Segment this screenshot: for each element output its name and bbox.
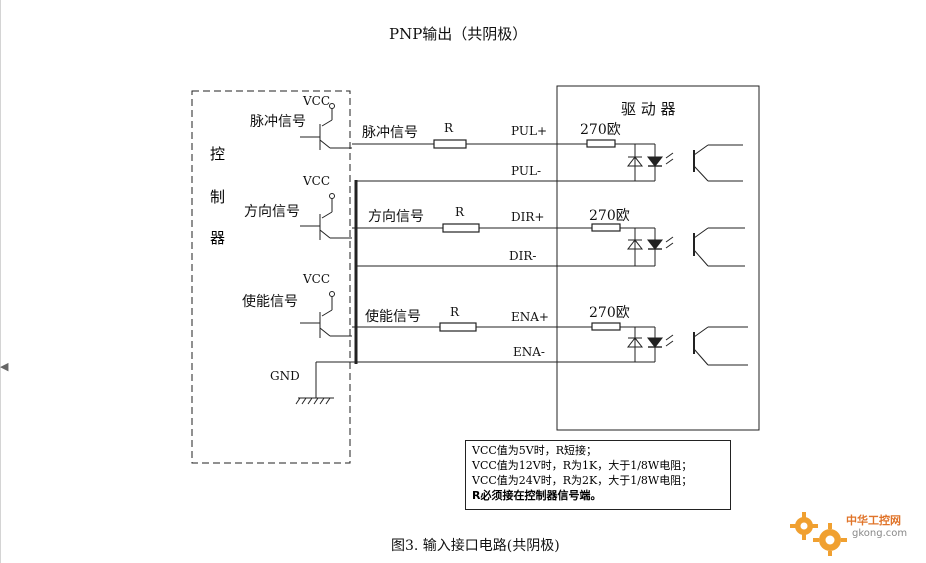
vcc-label-pul: VCC	[303, 94, 331, 108]
pin-label-pul-minus: PUL-	[511, 164, 541, 178]
controller-label-char-2: 制	[210, 188, 226, 206]
wire-signal-dir: 方向信号	[368, 209, 424, 225]
controller-label-char-3: 器	[210, 229, 226, 247]
driver-label: 驱 动 器	[621, 100, 676, 118]
optocoupler-dir	[626, 227, 745, 267]
note-line: VCC值为24V时，R为2K，大于1/8W电阻；	[472, 474, 693, 487]
channel-pul-wiring	[300, 103, 655, 182]
optocoupler-ena	[626, 326, 748, 366]
wire-signal-ena: 使能信号	[365, 309, 421, 325]
diagram-title: PNP输出（共阴极）	[389, 25, 528, 43]
resistor-value-pul: 270欧	[580, 122, 621, 138]
pin-label-ena-minus: ENA-	[513, 345, 545, 359]
controller-signal-dir: 方向信号	[244, 204, 300, 220]
wire-signal-pul: 脉冲信号	[362, 125, 418, 141]
ground-symbol	[295, 361, 356, 405]
driver-box	[556, 85, 760, 431]
pin-label-dir-minus: DIR-	[509, 249, 537, 263]
scroll-left-arrow-icon[interactable]: ◀	[0, 360, 9, 373]
controller-signal-ena: 使能信号	[242, 294, 298, 310]
resistor-value-ena: 270欧	[589, 305, 630, 321]
watermark-site: gkong.com	[852, 528, 908, 539]
pin-label-pul-plus: PUL+	[511, 124, 547, 138]
gnd-label: GND	[270, 369, 300, 383]
vcc-label-ena: VCC	[303, 272, 331, 286]
resistor-value-dir: 270欧	[589, 208, 630, 224]
optocoupler-pul	[626, 144, 743, 182]
notes-box: VCC值为5V时，R短接； VCC值为12V时，R为1K，大于1/8W电阻； V…	[465, 440, 731, 510]
note-line-emphasis: R必须接在控制器信号端。	[472, 489, 602, 502]
watermark-name: 中华工控网	[846, 514, 901, 527]
controller-label-char-1: 控	[210, 145, 226, 163]
gear-logo-icon	[790, 512, 847, 556]
controller-signal-pul: 脉冲信号	[250, 114, 306, 130]
note-line: VCC值为12V时，R为1K，大于1/8W电阻；	[472, 459, 693, 472]
window-edge	[0, 0, 1, 563]
figure-caption: 图3. 输入接口电路(共阴极)	[391, 538, 560, 554]
resistor-label-ena: R	[450, 305, 460, 319]
note-line: VCC值为5V时，R短接；	[472, 444, 598, 457]
channel-ena-wiring	[300, 291, 655, 363]
resistor-label-pul: R	[444, 121, 454, 135]
controller-box	[191, 90, 351, 464]
pin-label-ena-plus: ENA+	[511, 310, 549, 324]
resistor-label-dir: R	[455, 205, 465, 219]
channel-dir-wiring	[300, 193, 655, 267]
vcc-label-dir: VCC	[303, 174, 331, 188]
pin-label-dir-plus: DIR+	[511, 210, 545, 224]
